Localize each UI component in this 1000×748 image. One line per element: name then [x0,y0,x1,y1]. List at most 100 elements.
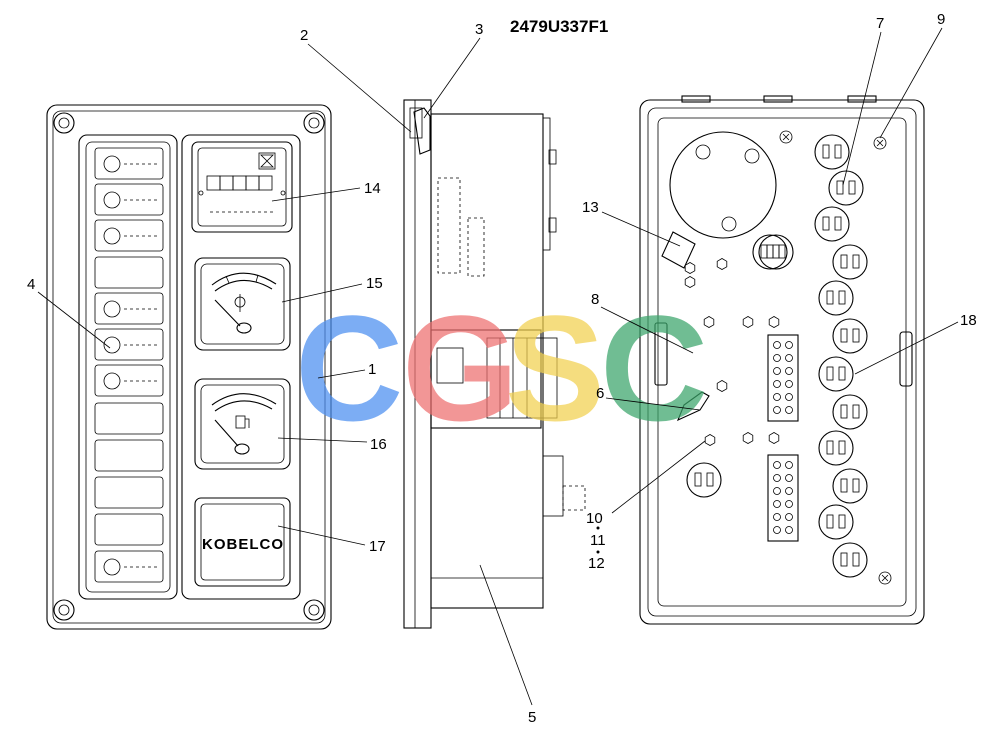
callout-1: 1 [368,361,376,378]
callout-4: 4 [27,276,35,293]
warning-lamp [94,364,164,397]
warning-lamp [94,476,164,509]
warning-lamp [94,147,164,180]
lamp-socket [818,356,854,392]
warning-icon [103,558,121,576]
mount-hole [53,599,75,621]
warning-lamp [94,513,164,546]
gauge-column [181,134,301,600]
watermark: C G S C [295,284,708,452]
warning-lamp [94,328,164,361]
warning-icon [103,300,121,318]
hex-nut [768,432,780,444]
lamp-socket [832,468,868,504]
hex-nut [742,432,754,444]
warning-lamp-column [78,134,178,600]
rear-gauge-housing [669,131,777,239]
hex-nut [742,316,754,328]
terminal-block [767,454,799,542]
lamp-socket [752,234,788,270]
lamp-socket [828,170,864,206]
warning-lamp [94,256,164,289]
hex-nut [703,316,715,328]
fuel-pump-icon [235,415,246,429]
warning-icon [103,191,121,209]
drawing-code: 2479U337F1 [510,17,608,36]
hour-meter [191,141,293,233]
rear-view-panel [639,95,925,625]
callout-8: 8 [591,291,599,308]
kobelco-nameplate: KOBELCO [194,497,291,587]
lamp-socket [818,280,854,316]
callout-2: 2 [300,27,308,44]
warning-lamp [94,402,164,435]
warning-icon [103,336,121,354]
callout-labels: 1 2 3 4 5 6 7 8 9 10 11 12 13 14 15 16 1… [27,11,977,726]
hex-nut [716,258,728,270]
lamp-socket [818,430,854,466]
hex-nut-list [684,258,780,446]
rear-side-latch [899,331,913,387]
hourglass-icon [258,152,276,170]
callout-14: 14 [364,180,381,197]
mount-hole [303,599,325,621]
callout-11: 11 [590,532,606,549]
lamp-socket-list [686,134,868,578]
callout-17: 17 [369,538,386,555]
callout-3: 3 [475,21,483,38]
front-view-panel: KOBELCO [46,104,332,630]
watermark-letter: C [295,284,403,452]
callout-5: 5 [528,709,536,726]
watermark-letter: S [505,284,605,452]
watermark-letter: C [600,284,708,452]
terminal-block-list [767,334,799,542]
callout-13: 13 [582,199,599,216]
warning-icon [103,227,121,245]
resistor-13 [661,231,696,269]
warning-lamp [94,292,164,325]
screw-9 [873,136,887,150]
callout-7: 7 [876,15,884,32]
mount-hole [303,112,325,134]
mount-hole [53,112,75,134]
brand-label: KOBELCO [202,536,284,553]
coolant-temperature-gauge [194,257,291,351]
fuel-gauge [194,378,291,470]
warning-lamp-list [94,147,164,583]
terminal-block [767,334,799,422]
rear-left-clip [654,322,668,386]
side-clip [413,107,431,155]
hex-nut [684,276,696,288]
warning-lamp [94,439,164,472]
lamp-socket [686,462,722,498]
warning-icon [103,155,121,173]
hex-nut [768,316,780,328]
hex-nut [716,380,728,392]
callout-15: 15 [366,275,383,292]
lamp-socket [818,504,854,540]
gauge-needle-hub [236,322,252,334]
callout-16: 16 [370,436,387,453]
warning-lamp [94,550,164,583]
warning-lamp [94,219,164,252]
callout-6: 6 [596,385,604,402]
hex-nut [684,262,696,274]
lamp-socket [814,134,850,170]
lamp-socket [758,234,794,270]
warning-lamp [94,183,164,216]
callout-12: 12 [588,555,605,572]
lamp-socket [832,542,868,578]
leader-lines [37,27,959,706]
watermark-letter: G [402,284,519,452]
callout-18: 18 [960,312,977,329]
lamp-socket [832,318,868,354]
lamp-socket [832,244,868,280]
callout-10: 10 [586,510,603,527]
lamp-socket [814,206,850,242]
callout-9: 9 [937,11,945,28]
gauge-needle-hub [234,443,250,455]
side-view [403,99,586,629]
warning-icon [103,372,121,390]
hex-nut [704,434,716,446]
